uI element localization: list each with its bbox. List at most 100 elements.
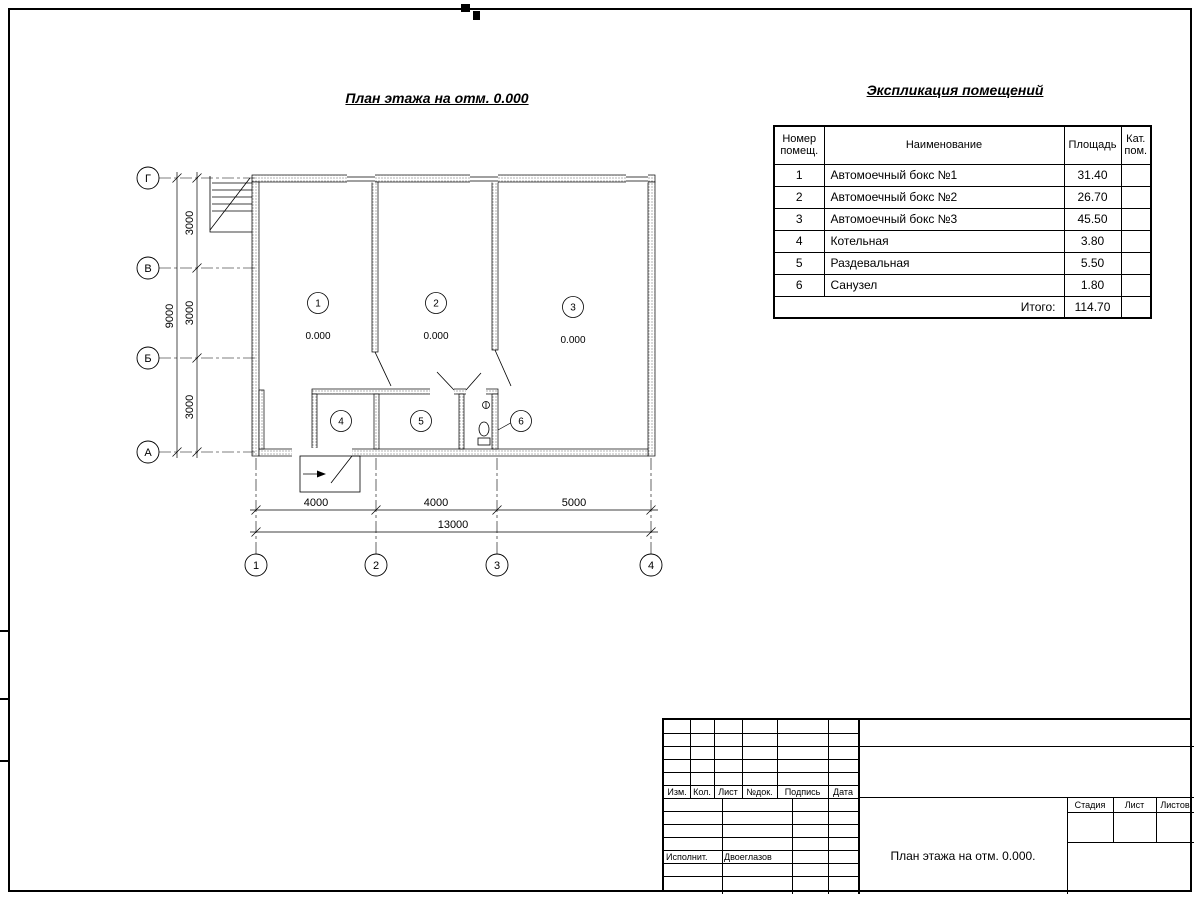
executor-label: Исполнит. xyxy=(666,851,708,862)
schedule-row: 3 Автомоечный бокс №3 45.50 xyxy=(773,207,1152,231)
room-num-cell: 2 xyxy=(773,185,825,209)
title-block: Изм. Кол. Лист №док. Подпись Дата Исполн… xyxy=(662,718,1194,894)
fold-mark xyxy=(473,11,480,20)
room-cat-cell xyxy=(1120,273,1152,297)
room-num-cell: 5 xyxy=(773,251,825,275)
schedule-row: 2 Автомоечный бокс №2 26.70 xyxy=(773,185,1152,209)
schedule-row: 1 Автомоечный бокс №1 31.40 xyxy=(773,163,1152,187)
titleblock-col-izm: Изм. xyxy=(667,786,687,797)
room-number: 5 xyxy=(418,417,424,428)
filing-mark xyxy=(0,698,9,700)
walls xyxy=(251,174,656,457)
dim-label: 3000 xyxy=(184,211,196,235)
schedule-col-category: Кат. пом. xyxy=(1120,125,1152,165)
axis-label: 1 xyxy=(253,560,259,572)
dim-label: 3000 xyxy=(184,301,196,325)
room-area-cell: 26.70 xyxy=(1063,185,1122,209)
room-num-cell: 1 xyxy=(773,163,825,187)
toilet-icon xyxy=(477,401,491,446)
sheet-label: Лист xyxy=(1124,799,1145,810)
schedule-row: 4 Котельная 3.80 xyxy=(773,229,1152,253)
sheets-label: Листов xyxy=(1160,799,1190,810)
fold-mark xyxy=(461,4,470,12)
dimension-labels: 4000 4000 5000 13000 3000 3000 3000 9000 xyxy=(164,211,586,531)
wall-openings xyxy=(292,388,486,457)
room-schedule-table: Номер помещ. Наименование Площадь Кат. п… xyxy=(773,125,1152,319)
schedule-total-row: Итого: 114.70 xyxy=(773,295,1152,319)
room-name-cell: Раздевальная xyxy=(823,251,1065,275)
exterior-stair-icon xyxy=(209,176,252,233)
elevation-mark: 0.000 xyxy=(560,335,585,346)
sheet-frame xyxy=(8,8,1192,892)
room-number: 3 xyxy=(570,303,576,314)
room-area-cell: 1.80 xyxy=(1063,273,1122,297)
room-area-cell: 31.40 xyxy=(1063,163,1122,187)
titleblock-col-list: Лист xyxy=(718,786,738,797)
room-area-cell: 3.80 xyxy=(1063,229,1122,253)
dimension-lines xyxy=(172,172,658,537)
axis-label: А xyxy=(144,447,152,459)
room-cat-cell xyxy=(1120,207,1152,231)
room-area-cell: 45.50 xyxy=(1063,207,1122,231)
schedule-col-number: Номер помещ. xyxy=(773,125,825,165)
axis-label: В xyxy=(144,263,151,275)
room-name-cell: Автомоечный бокс №1 xyxy=(823,163,1065,187)
stage-label: Стадия xyxy=(1074,799,1106,810)
schedule-header-row: Номер помещ. Наименование Площадь Кат. п… xyxy=(773,125,1152,165)
elevation-labels: 0.000 0.000 0.000 xyxy=(305,331,585,346)
room-markers xyxy=(307,292,584,432)
room-name-cell: Автомоечный бокс №2 xyxy=(823,185,1065,209)
room-num-cell: 3 xyxy=(773,207,825,231)
axis-lines xyxy=(159,177,652,554)
room-cat-cell xyxy=(1120,163,1152,187)
entrance-porch xyxy=(299,455,361,493)
room-number: 4 xyxy=(338,417,344,428)
drawing-title: План этажа на отм. 0.000. xyxy=(890,849,1036,863)
executor-name: Двоеглазов xyxy=(724,851,772,862)
room-area-cell: 5.50 xyxy=(1063,251,1122,275)
titleblock-col-podpis: Подпись xyxy=(784,786,821,797)
dim-label: 3000 xyxy=(184,395,196,419)
schedule-row: 5 Раздевальная 5.50 xyxy=(773,251,1152,275)
dim-label: 4000 xyxy=(424,497,448,509)
plan-title: План этажа на отм. 0.000 xyxy=(345,90,529,106)
elevation-mark: 0.000 xyxy=(423,331,448,342)
total-area: 114.70 xyxy=(1063,295,1122,319)
room-num-cell: 4 xyxy=(773,229,825,253)
total-label: Итого: xyxy=(773,295,1065,319)
filing-mark xyxy=(0,760,9,762)
axis-markers xyxy=(136,166,663,577)
room-num-cell: 6 xyxy=(773,273,825,297)
schedule-col-name: Наименование xyxy=(823,125,1065,165)
door-leaves xyxy=(330,349,512,484)
titleblock-col-ndok: №док. xyxy=(746,786,773,797)
room-cat-cell xyxy=(1120,229,1152,253)
dim-label-total: 9000 xyxy=(164,304,176,328)
axis-label: Б xyxy=(144,353,151,365)
window-icon xyxy=(347,174,648,183)
floor-plan: 4000 4000 5000 13000 3000 3000 3000 9000… xyxy=(136,166,663,577)
dim-label: 4000 xyxy=(304,497,328,509)
room-name-cell: Автомоечный бокс №3 xyxy=(823,207,1065,231)
axis-label: 2 xyxy=(373,560,379,572)
room-cat-cell xyxy=(1120,185,1152,209)
dim-label-total: 13000 xyxy=(438,519,469,531)
room-cat-cell xyxy=(1120,251,1152,275)
dim-label: 5000 xyxy=(562,497,586,509)
room-name-cell: Санузел xyxy=(823,273,1065,297)
schedule-row: 6 Санузел 1.80 xyxy=(773,273,1152,297)
schedule-title: Экспликация помещений xyxy=(866,82,1044,98)
room-labels: 1 2 3 4 5 6 xyxy=(315,299,576,428)
room-name-cell: Котельная xyxy=(823,229,1065,253)
elevation-mark: 0.000 xyxy=(305,331,330,342)
room-number: 6 xyxy=(518,417,524,428)
axis-labels: Г В Б А 1 2 3 4 xyxy=(144,173,654,572)
room-number: 1 xyxy=(315,299,321,310)
titleblock-col-kol: Кол. xyxy=(693,786,711,797)
filing-mark xyxy=(0,630,9,632)
room-number: 2 xyxy=(433,299,439,310)
axis-label: 3 xyxy=(494,560,500,572)
axis-label: Г xyxy=(145,173,151,185)
axis-label: 4 xyxy=(648,560,654,572)
